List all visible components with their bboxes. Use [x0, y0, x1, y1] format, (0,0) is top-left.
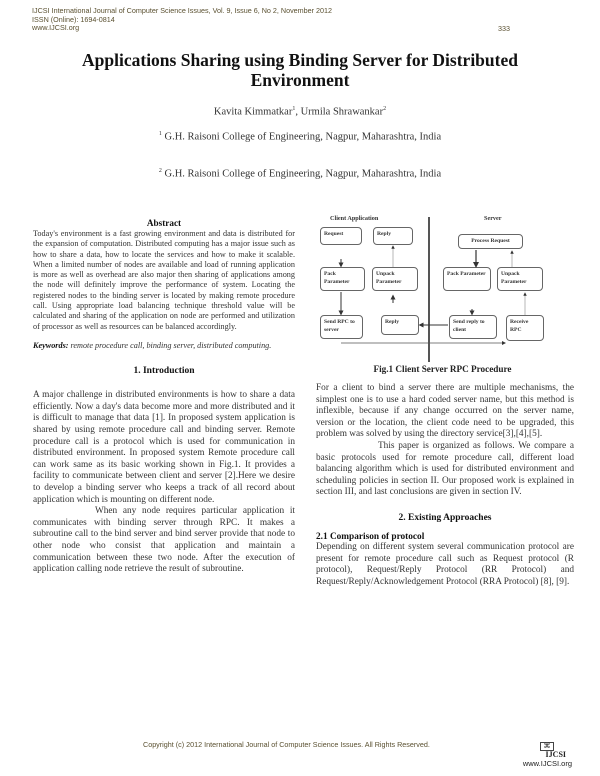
- copyright-footer: Copyright (c) 2012 International Journal…: [143, 740, 430, 749]
- box-send-reply: Send reply to client: [449, 315, 497, 339]
- diagram-arrows: [338, 245, 527, 345]
- affiliation: 2 G.H. Raisoni College of Engineering, N…: [0, 168, 600, 180]
- box-pack-server: Pack Parameter: [443, 267, 491, 291]
- logo-icon: ⌘: [540, 742, 554, 751]
- paper-title: Applications Sharing using Binding Serve…: [82, 50, 518, 90]
- author-name: Urmila Shrawankar: [300, 106, 384, 118]
- box-request: Request: [320, 227, 362, 245]
- issn-line: ISSN (Online): 1694-0814: [32, 14, 115, 24]
- affiliation-text: G.H. Raisoni College of Engineering, Nag…: [164, 131, 442, 143]
- figure-caption: Fig.1 Client Server RPC Procedure: [373, 364, 512, 374]
- intro-paragraph-1: A major challenge in distributed environ…: [33, 390, 295, 505]
- affiliation-text: G.H. Raisoni College of Engineering, Nag…: [164, 168, 442, 180]
- right-paragraph-2: This paper is organized as follows. We c…: [316, 440, 574, 498]
- keywords-label: Keywords:: [33, 340, 69, 350]
- left-column: Abstract Today's environment is a fast g…: [33, 218, 295, 576]
- author-separator: ,: [295, 106, 301, 118]
- logo-name: IJCSI: [545, 750, 566, 759]
- journal-line: IJCSI International Journal of Computer …: [32, 6, 333, 15]
- subsection-comparison-text: Depending on different system several co…: [316, 541, 574, 587]
- affiliation: 1 G.H. Raisoni College of Engineering, N…: [0, 131, 600, 143]
- author-sup: 2: [383, 106, 387, 112]
- affiliation-sup: 2: [158, 168, 162, 174]
- author-sup: 1: [292, 106, 296, 112]
- box-pack-client: Pack Parameter: [320, 267, 365, 291]
- box-process-request: Process Request: [458, 234, 523, 249]
- section-heading-existing-approaches: 2. Existing Approaches: [398, 512, 492, 523]
- subsection-heading-comparison: 2.1 Comparison of protocol: [316, 531, 425, 542]
- server-label: Server: [484, 215, 502, 222]
- keywords-text: remote procedure call, binding server, d…: [68, 340, 272, 350]
- author-list: Kavita Kimmatkar1, Urmila Shrawankar2: [0, 106, 600, 118]
- right-paragraph-1: For a client to bind a server there are …: [316, 383, 574, 440]
- box-unpack-client: Unpack Parameter: [372, 267, 418, 291]
- abstract-heading: Abstract: [146, 218, 182, 228]
- running-header: IJCSI International Journal of Computer …: [32, 6, 333, 33]
- right-column: For a client to bind a server there are …: [316, 383, 574, 588]
- abstract-text: Today's environment is a fast growing en…: [33, 229, 295, 331]
- author-name: Kavita Kimmatkar: [213, 106, 293, 118]
- intro-paragraph-2: When any node requires particular applic…: [33, 506, 295, 575]
- box-unpack-server: Unpack Parameter: [497, 267, 543, 291]
- page-number: 333: [498, 24, 510, 33]
- client-server-divider: [428, 217, 430, 362]
- journal-website: www.IJCSI.org: [32, 23, 80, 33]
- keywords: Keywords: remote procedure call, binding…: [33, 341, 295, 351]
- box-send-rpc: Send RPC to server: [320, 315, 363, 339]
- section-heading-introduction: 1. Introduction: [133, 366, 195, 377]
- figure-rpc-diagram: Client Application Server Request Reply …: [308, 215, 576, 362]
- client-application-label: Client Application: [330, 215, 379, 222]
- box-receive-rpc: Receive RPC: [506, 315, 544, 341]
- journal-logo: ⌘ IJCSI www.IJCSI.org: [510, 742, 572, 768]
- box-reply-top: Reply: [373, 227, 413, 245]
- affiliation-sup: 1: [158, 131, 162, 137]
- logo-url: www.IJCSI.org: [522, 759, 572, 768]
